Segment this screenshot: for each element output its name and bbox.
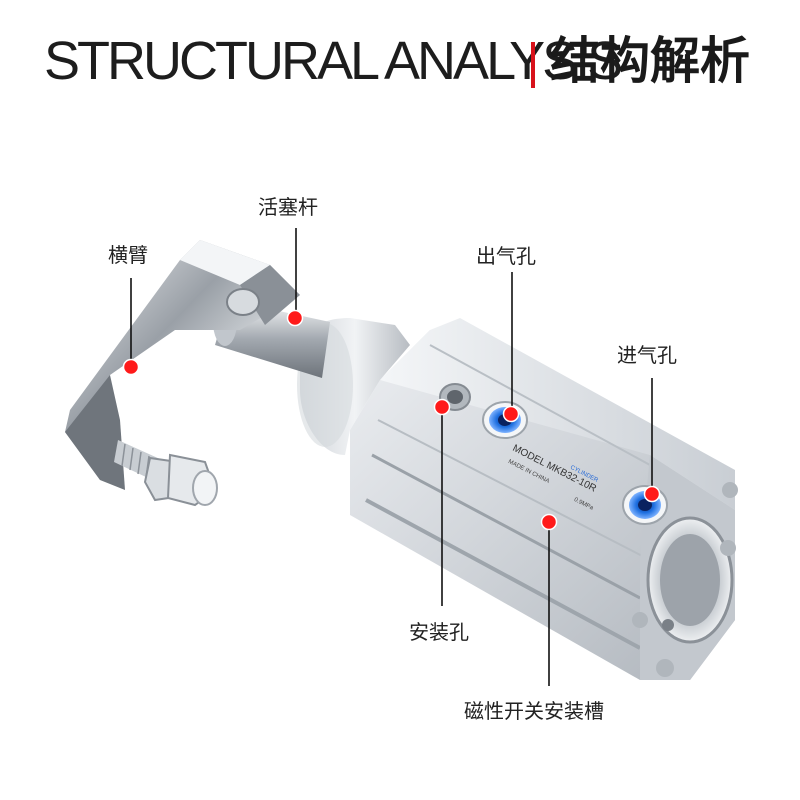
callout-dot-inlet-port [643, 485, 661, 503]
title-chinese: 结构解析 [550, 32, 750, 90]
label-outlet-port: 出气孔 [476, 244, 536, 268]
callout-dot-mount-hole [433, 398, 451, 416]
callout-dot-switch-slot [540, 513, 558, 531]
callout-dot-piston-rod [286, 309, 304, 327]
label-switch-slot: 磁性开关安装槽 [464, 699, 604, 723]
title-english: STRUCTURAL ANALYSIS [44, 31, 623, 91]
title-divider [531, 42, 535, 88]
label-mount-hole: 安装孔 [409, 620, 469, 644]
callout-dot-outlet-port [502, 405, 520, 423]
callout-dot-arm [122, 358, 140, 376]
label-piston-rod: 活塞杆 [258, 195, 318, 219]
label-arm: 横臂 [108, 243, 148, 267]
label-inlet-port: 进气孔 [617, 343, 677, 367]
header: STRUCTURAL ANALYSIS 结构解析 [0, 0, 800, 120]
